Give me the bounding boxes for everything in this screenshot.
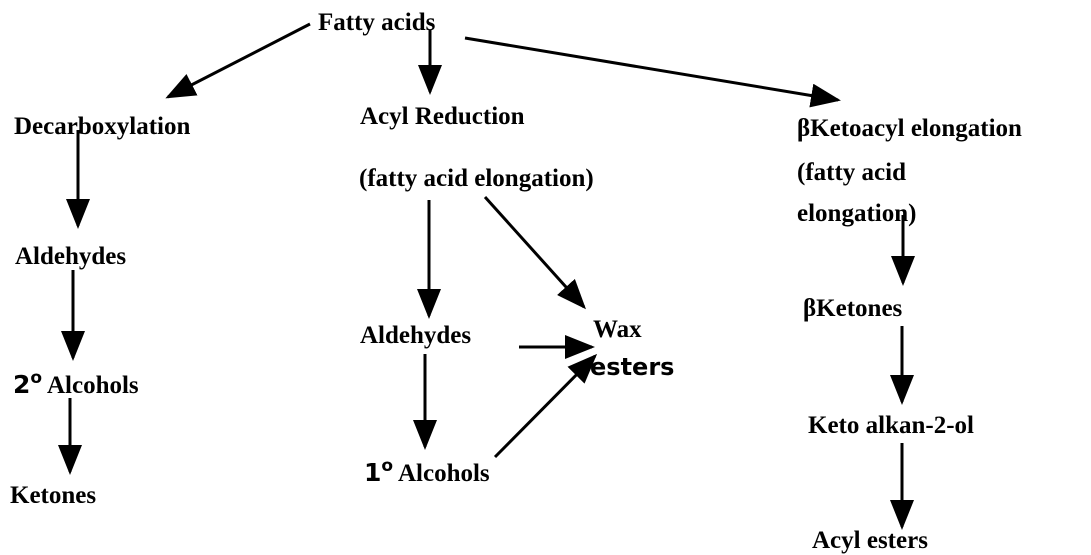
node-left-aldehydes: Aldehydes bbox=[15, 243, 127, 270]
node-mid-aldehydes: Aldehydes bbox=[360, 322, 472, 349]
node-label: Alcohols bbox=[46, 372, 139, 399]
degree-mark: o bbox=[30, 368, 43, 388]
arrow-fatty-acids-to-decarboxylation bbox=[165, 22, 311, 99]
node-acyl-reduction-subtitle: (fatty acid elongation) bbox=[359, 165, 594, 192]
node-fatty-acids: Fatty acids bbox=[318, 9, 436, 36]
node-beta-ketoacyl-elongation: βKetoacyl elongation bbox=[797, 116, 1022, 141]
node-primary-alcohols: 1o Alcohols bbox=[364, 456, 490, 487]
node-beta-ketoacyl-subtitle-2: elongation) bbox=[797, 200, 917, 227]
arrow-acyl-reduction-to-wax-esters bbox=[483, 195, 587, 310]
node-beta-ketoacyl-subtitle-1: (fatty acid bbox=[797, 159, 906, 186]
node-acyl-reduction: Acyl Reduction bbox=[360, 103, 525, 130]
node-label: Ketoacyl elongation bbox=[810, 115, 1022, 142]
node-label: Ketones bbox=[816, 295, 903, 322]
node-secondary-alcohols: 2o Alcohols bbox=[13, 368, 139, 399]
arrow-primary-alcohols-to-wax-esters bbox=[493, 353, 598, 459]
degree-number: 2 bbox=[13, 370, 31, 399]
node-keto-alkanol: Keto alkan-2-ol bbox=[808, 412, 974, 439]
node-wax: Wax bbox=[593, 316, 642, 343]
node-decarboxylation: Decarboxylation bbox=[14, 113, 191, 140]
beta-symbol: β bbox=[803, 295, 817, 322]
node-acyl-esters: Acyl esters bbox=[812, 527, 928, 554]
node-beta-ketones: βKetones bbox=[803, 296, 902, 321]
node-left-ketones: Ketones bbox=[10, 482, 97, 509]
beta-symbol: β bbox=[797, 115, 811, 142]
node-label: Alcohols bbox=[397, 460, 490, 487]
degree-number: 1 bbox=[364, 458, 382, 487]
node-esters: esters bbox=[590, 353, 675, 381]
degree-mark: o bbox=[381, 456, 394, 476]
arrow-fatty-acids-to-beta-ketoacyl bbox=[464, 36, 841, 108]
